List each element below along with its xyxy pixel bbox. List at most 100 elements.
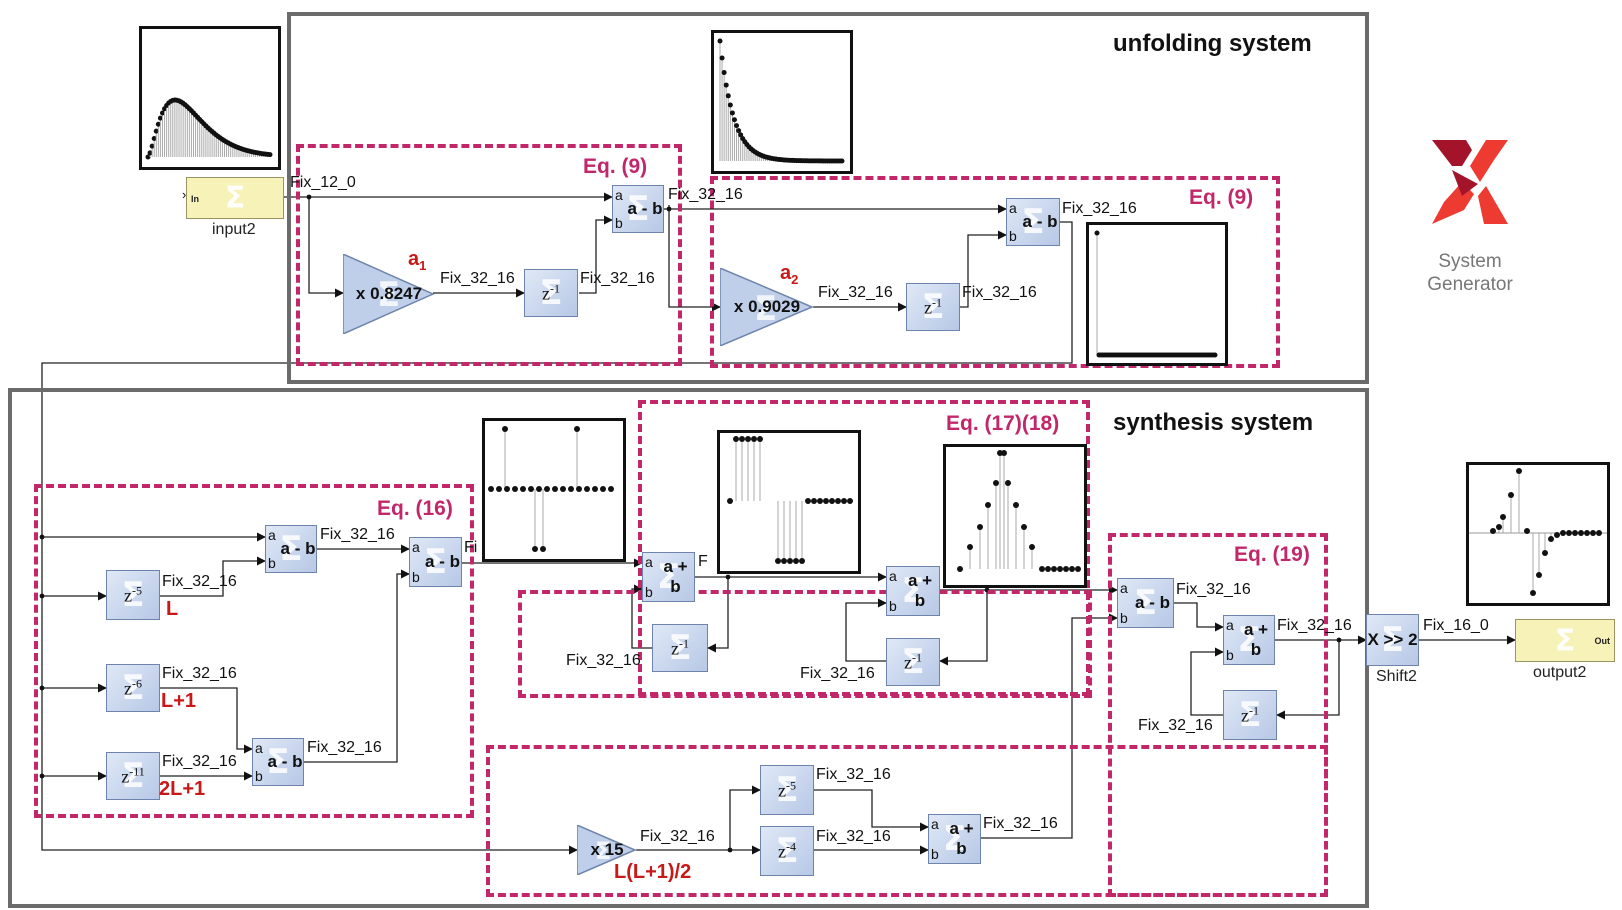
delay-label-z5: z-5	[124, 583, 142, 606]
scope-sample	[1057, 566, 1063, 572]
add-label-acc2: a + b	[907, 571, 933, 610]
signal-acc2-feedback: Fix_32_16	[800, 665, 875, 682]
signal-u5: Fix_32_16	[962, 284, 1037, 301]
coef-a1: a1	[408, 248, 426, 273]
scope-sample	[512, 486, 518, 492]
scope-sample	[1029, 544, 1035, 550]
scope-sample	[1063, 566, 1069, 572]
coef-a2-sub: 2	[791, 272, 799, 287]
signal-acc1-feedback: Fix_32_16	[566, 652, 641, 669]
signal-u3: Fix_32_16	[668, 186, 743, 203]
scope-sample	[841, 498, 847, 504]
scope-sample	[1554, 532, 1560, 538]
gain-block-2[interactable]: Σ x 0.9029	[719, 266, 814, 348]
subtract-label-u1: a - b	[627, 199, 663, 218]
scope-sample	[1021, 524, 1027, 530]
scope-sample	[1500, 514, 1506, 520]
logo-shape-5	[1452, 170, 1478, 196]
scope-sample	[145, 154, 151, 160]
svg-text:Σ: Σ	[377, 275, 400, 315]
output-gateway-block[interactable]: Σ Out	[1515, 619, 1615, 662]
delay-label-z4: z-4	[778, 839, 796, 862]
signal-eq19-feedback: Fix_32_16	[1138, 717, 1213, 734]
subtract-label-u2: a - b	[1022, 212, 1058, 231]
scope-sample	[1530, 590, 1536, 596]
logo-shape-4	[1478, 186, 1508, 224]
scope-sample	[153, 128, 159, 134]
scope-sample	[725, 93, 731, 99]
svg-text:Σ: Σ	[754, 289, 777, 329]
out-port-label: Out	[1594, 636, 1611, 646]
signal-z4: Fix_32_16	[816, 828, 891, 845]
scope-sample	[757, 436, 763, 442]
svg-text:Σ: Σ	[595, 837, 611, 865]
scope-sample	[817, 498, 823, 504]
scope-sample	[1516, 468, 1522, 474]
scope-sample	[544, 486, 550, 492]
delay-label-LL: L(L+1)/2	[614, 861, 692, 883]
gain-value-2: x 0.9029	[733, 297, 801, 316]
coef-a1-sub: 1	[419, 258, 427, 273]
scope-sample	[723, 82, 729, 88]
input-gateway-block[interactable]: In Σ	[186, 177, 284, 219]
scope-sample	[576, 486, 582, 492]
scope-sample	[600, 486, 606, 492]
signal-s1: Fix_32_16	[162, 573, 237, 590]
signal-s5: Fix_32_16	[307, 739, 382, 756]
scope-sample	[1075, 566, 1081, 572]
eq16-label: Eq. (16)	[377, 497, 453, 520]
scope-sample	[552, 486, 558, 492]
scope-sample	[584, 486, 590, 492]
gain-block-1[interactable]: Σ x 0.8247	[342, 252, 435, 336]
scope-unfold-second	[1086, 222, 1228, 366]
scope-sample	[1212, 352, 1218, 358]
scope-sample	[504, 486, 510, 492]
scope-sample	[977, 524, 983, 530]
delay-label-u1: z-1	[542, 281, 560, 304]
signal-s4: Fix_32_16	[320, 526, 395, 543]
signal-u6: Fix_32_16	[1062, 200, 1137, 217]
scope-sample	[502, 426, 508, 432]
input-caption: input2	[212, 221, 256, 238]
scope-eq16	[482, 418, 626, 562]
scope-sample	[1069, 566, 1075, 572]
signal-z5b: Fix_32_16	[816, 766, 891, 783]
in-port-arrow-icon: ›	[182, 187, 187, 202]
scope-sample	[1548, 536, 1554, 542]
logo-shape-2	[1470, 140, 1508, 182]
synthesis-system-title: synthesis system	[1113, 409, 1314, 436]
scope-sample	[751, 436, 757, 442]
logo-line2: Generator	[1427, 274, 1513, 295]
gain-value-1: x 0.8247	[355, 284, 423, 303]
gain-block-3[interactable]: Σ x 15	[576, 823, 637, 877]
scope-sample	[1578, 530, 1584, 536]
scope-sample	[805, 498, 811, 504]
scope-sample	[574, 426, 580, 432]
scope-sample	[1039, 566, 1045, 572]
delay-label-eq19: z-1	[1241, 703, 1259, 726]
scope-sample	[733, 436, 739, 442]
unfolding-system-title: unfolding system	[1113, 30, 1312, 57]
